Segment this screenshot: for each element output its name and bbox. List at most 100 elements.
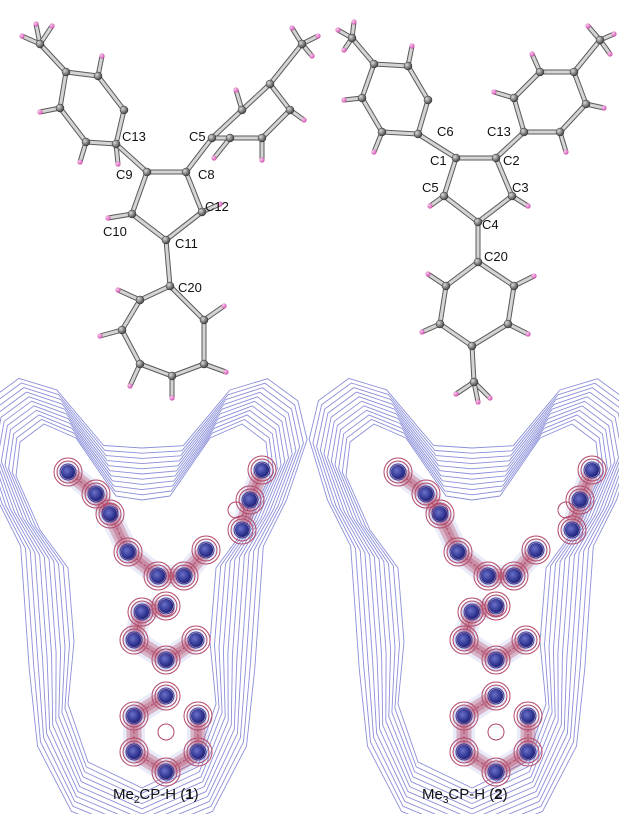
hydrogen-atom [409,43,415,49]
density-isoline [519,707,537,725]
carbon-atom [199,359,209,369]
nucleus-density-core [135,605,149,619]
density-isoline [452,704,476,728]
density-isoline [487,763,505,781]
hydrogen-atom [221,303,227,309]
ball-and-stick-model-2 [335,19,617,405]
density-isoline [98,502,122,526]
isoline-outer [0,400,289,814]
density-isoline [197,541,215,559]
atom-label-c4: C4 [482,217,499,232]
hydrogen-atom [563,149,569,155]
bond [360,62,376,100]
nucleus-density-core [489,765,503,779]
density-isoline [383,457,413,487]
hydrogen-atom [453,391,459,397]
density-isoline [431,505,449,523]
atom-label-c10: C10 [103,224,127,239]
density-isoline [238,488,262,512]
hydrogen-atom [19,33,25,39]
density-isoline [446,540,470,564]
bond [120,298,142,332]
nucleus-density-core [191,709,205,723]
bond [444,260,480,288]
nucleus-density-core [243,493,257,507]
density-isoline [125,707,143,725]
nucleus-density-core [519,633,533,647]
carbon-atom [555,127,565,137]
density-isoline [414,482,438,506]
density-isoline [181,625,211,655]
caption-1-compound-number: 1 [185,786,194,803]
caption-2-subscript: 3 [442,795,449,806]
carbon-atom [237,105,247,115]
hydrogen-atom [525,203,531,209]
density-isoline [233,521,251,539]
caption-2-suffix: ) [502,786,508,803]
density-isoline [230,518,254,542]
carbon-atom [435,319,445,329]
caption-1-suffix: ) [193,786,199,803]
bond [442,156,458,198]
density-isoline [516,704,540,728]
nucleus-density-core [565,523,579,537]
caption-2-prefix: Me [422,786,443,803]
caption-1-subscript: 2 [133,795,140,806]
isoline-outer [345,423,601,789]
bond [58,106,88,144]
hydrogen-atom [529,51,535,57]
ring-critical-contour [487,723,505,741]
atom-label-c12: C12 [205,199,229,214]
density-isoline [443,537,473,567]
density-isoline [116,540,140,564]
density-isoline [481,645,511,675]
carbon-atom [369,59,379,69]
density-isoline [479,567,497,585]
density-isoline [583,461,601,479]
density-isoline [449,625,479,655]
carbon-atom [473,257,483,267]
carbon-atom [285,105,295,115]
carbon-atom [119,105,129,115]
bond [84,140,118,146]
bond [114,108,126,146]
carbon-atom [257,133,267,143]
density-isoline [146,564,170,588]
bond [350,36,376,66]
isoline-outer [15,423,271,789]
isoline-outer [0,382,304,814]
nucleus-density-core [61,465,75,479]
density-isoline [119,543,137,561]
nucleus-density-core [433,507,447,521]
nucleus-density-core [457,745,471,759]
density-isoline [487,687,505,705]
nucleus-density-core [189,633,203,647]
atom-label-c1: C1 [430,153,447,168]
density-isoline [169,561,199,591]
carbon-atom [35,39,45,49]
bond [438,322,474,348]
density-isoline [428,502,452,526]
carbon-atom [61,67,71,77]
density-isoline [519,743,537,761]
hydrogen-atom [601,105,607,111]
density-isoline [487,597,505,615]
bond [268,82,292,112]
carbon-atom [199,315,209,325]
bond [476,260,516,288]
bond [494,156,514,198]
nucleus-density-core [127,633,141,647]
nucleus-density-core [457,633,471,647]
density-isoline [133,603,151,621]
bond [170,362,206,378]
density-isoline [59,463,77,481]
carbon-atom [135,295,145,305]
bond [168,284,206,322]
density-isoline [481,757,511,787]
hydrogen-atom [335,27,341,33]
density-isoline [247,455,277,485]
density-isoline [571,491,589,509]
bond [380,130,420,136]
nucleus-density-core [127,745,141,759]
carbon-atom [423,95,433,105]
